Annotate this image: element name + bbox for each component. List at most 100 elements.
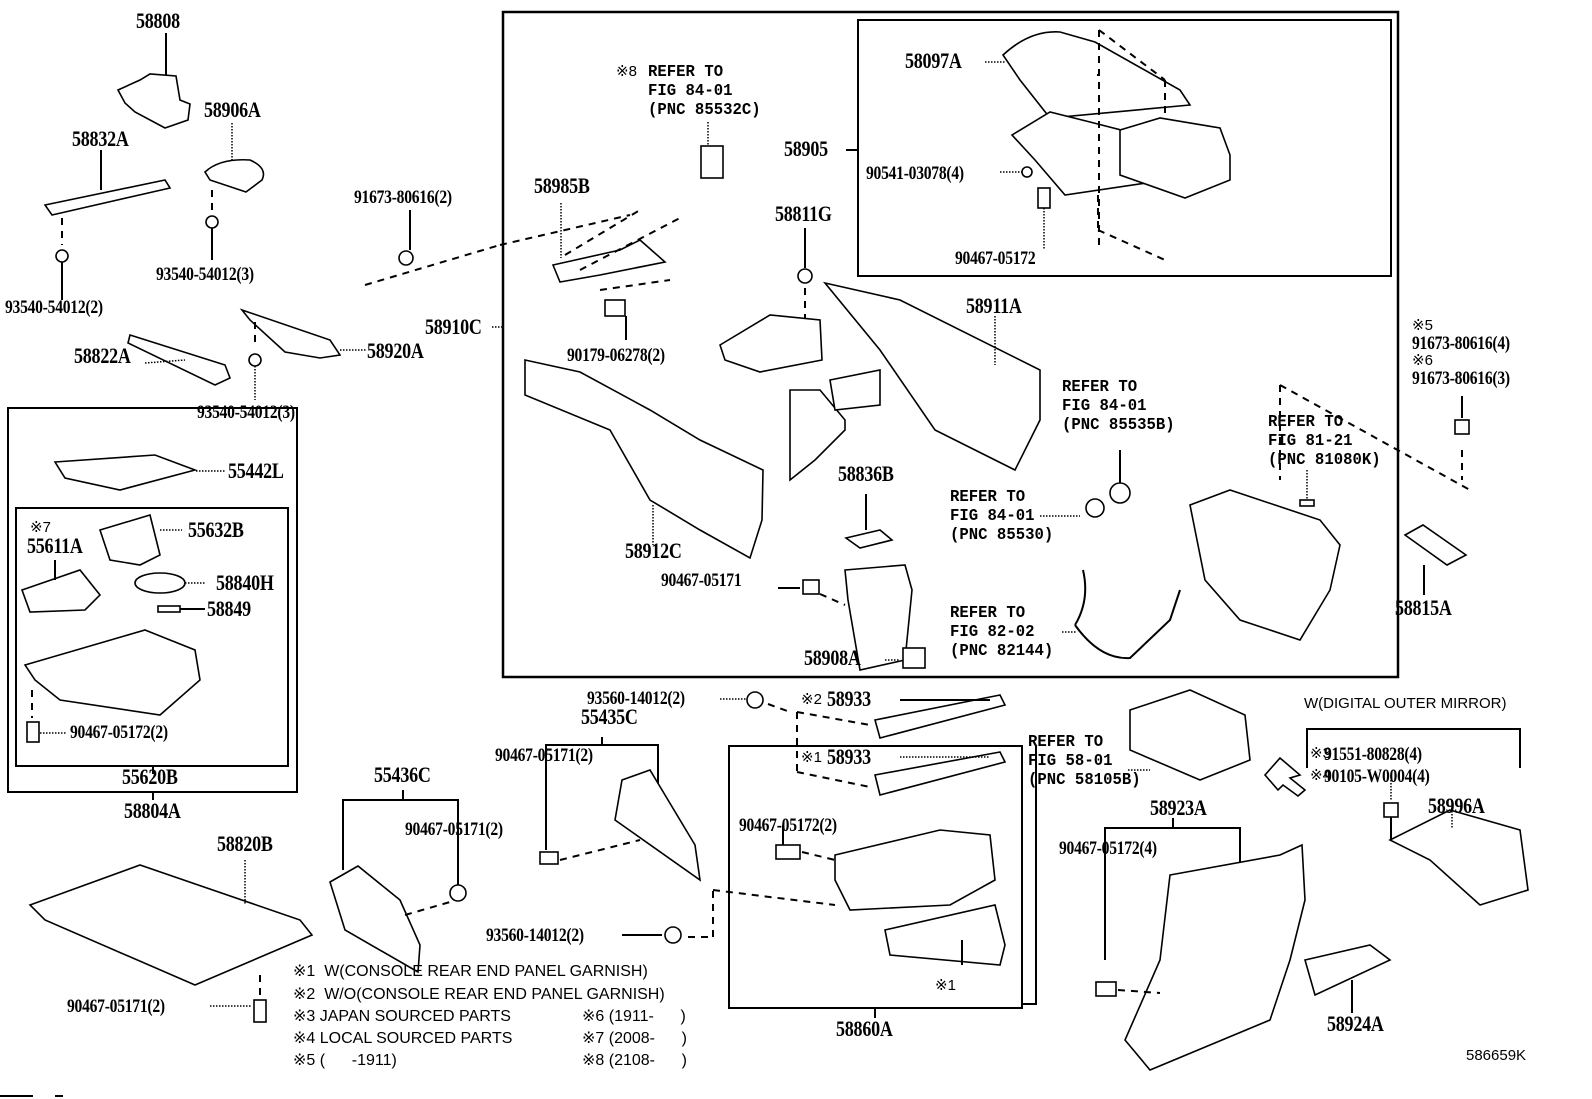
part-label-58905[interactable]: 58905 [784, 136, 828, 161]
part-label-90467-05171-2c[interactable]: 90467-05171(2) [495, 745, 593, 766]
part-label-55436c[interactable]: 55436C [374, 762, 431, 787]
marker-1: ※1 [801, 749, 822, 766]
marker-8: ※8 [616, 63, 637, 80]
part-label-90467-05171[interactable]: 90467-05171 [661, 570, 742, 591]
part-label-58908a[interactable]: 58908A [804, 645, 861, 670]
reference-85535b[interactable]: REFER TO FIG 84-01 (PNC 85535B) [1062, 378, 1175, 435]
part-label-58840h[interactable]: 58840H [216, 570, 274, 595]
part-label-91673-80616-3[interactable]: 91673-80616(3) [1412, 368, 1510, 389]
clip-icon [1095, 981, 1117, 997]
clip-icon [802, 579, 820, 595]
part-label-58808[interactable]: 58808 [136, 8, 180, 33]
part-label-93540-54012-3[interactable]: 93540-54012(3) [156, 264, 254, 285]
dash-line [767, 703, 791, 713]
part-label-58924a[interactable]: 58924A [1327, 1011, 1384, 1036]
part-label-55435c[interactable]: 55435C [581, 704, 638, 729]
wireless-charger-shape [20, 569, 102, 613]
dash-line [559, 839, 641, 861]
reference-58105b[interactable]: REFER TO FIG 58-01 (PNC 58105B) [1028, 733, 1141, 790]
lid-58906a-shape [203, 158, 265, 193]
dash-line [1279, 384, 1471, 491]
reference-81080k[interactable]: REFER TO FIG 81-21 (PNC 81080K) [1268, 413, 1381, 470]
bracket-58985b-shape [551, 239, 667, 283]
part-label-58822a[interactable]: 58822A [74, 343, 131, 368]
rear-panel-58923a-shape [1124, 843, 1306, 1071]
main-group-frame [501, 10, 1400, 679]
part-label-55611a[interactable]: 55611A [27, 533, 83, 558]
part-label-90467-05172-4[interactable]: 90467-05172(4) [1059, 838, 1157, 859]
garnish-58832a-shape [43, 179, 172, 216]
armrest-frame-shape [1119, 117, 1231, 199]
usb-port-icon [1109, 482, 1131, 504]
part-label-58906a[interactable]: 58906A [204, 97, 261, 122]
part-label-58920a[interactable]: 58920A [367, 338, 424, 363]
console-box-shape [1189, 489, 1341, 641]
screw-icon [664, 926, 682, 944]
part-label-90105-w0004-4[interactable]: 90105-W0004(4) [1324, 766, 1430, 787]
clip-icon [902, 647, 926, 669]
part-label-90467-05171-2b[interactable]: 90467-05171(2) [405, 819, 503, 840]
part-label-93540-54012-2[interactable]: 93540-54012(2) [5, 297, 103, 318]
part-label-58912c[interactable]: 58912C [625, 538, 682, 563]
part-label-90541-03078-4[interactable]: 90541-03078(4) [866, 163, 964, 184]
part-label-58836b[interactable]: 58836B [838, 461, 894, 486]
clip-icon [797, 268, 813, 284]
console-rear-box-shape [1129, 689, 1251, 781]
console-frame-58820b-shape [28, 864, 314, 986]
part-label-93560-14012-2b[interactable]: 93560-14012(2) [486, 925, 584, 946]
part-label-58985b[interactable]: 58985B [534, 173, 590, 198]
legend-item-1: ※1 W(CONSOLE REAR END PANEL GARNISH) [293, 963, 648, 980]
part-label-58815a[interactable]: 58815A [1395, 595, 1452, 620]
part-label-58933-upper[interactable]: 58933 [827, 686, 871, 711]
part-label-90467-05172-2b[interactable]: 90467-05172(2) [739, 815, 837, 836]
reference-82144[interactable]: REFER TO FIG 82-02 (PNC 82144) [950, 604, 1054, 661]
rear-register-shape [834, 829, 996, 911]
legend-item-7: ※7 (2008- ) [582, 1030, 687, 1047]
part-label-91551-80828-4[interactable]: 91551-80828(4) [1324, 744, 1422, 765]
bracket-digital-mirror [1306, 728, 1521, 768]
garnish-58933-upper-shape [873, 694, 1007, 739]
console-tray-shape [23, 629, 201, 716]
armrest-group-frame [857, 19, 1392, 277]
part-label-91673-80616-4[interactable]: 91673-80616(4) [1412, 333, 1510, 354]
part-label-58811g[interactable]: 58811G [775, 201, 832, 226]
part-label-58820b[interactable]: 58820B [217, 831, 273, 856]
part-label-58933-lower[interactable]: 58933 [827, 744, 871, 769]
part-label-90467-05171-2a[interactable]: 90467-05171(2) [67, 996, 165, 1017]
figure-id: 586659K [1466, 1047, 1527, 1064]
part-label-55632b[interactable]: 55632B [188, 517, 244, 542]
part-label-90179-06278-2[interactable]: 90179-06278(2) [567, 345, 665, 366]
part-label-93540-54012-3b[interactable]: 93540-54012(3) [197, 402, 295, 423]
bolt-icon [205, 215, 219, 229]
part-label-58097a[interactable]: 58097A [905, 48, 962, 73]
part-label-58996a[interactable]: 58996A [1428, 793, 1485, 818]
part-label-58849[interactable]: 58849 [207, 596, 251, 621]
part-label-90467-05172[interactable]: 90467-05172 [955, 248, 1036, 269]
part-label-58910c[interactable]: 58910C [425, 314, 482, 339]
dash-line [1098, 29, 1166, 81]
part-label-58923a[interactable]: 58923A [1150, 795, 1207, 820]
reference-85530[interactable]: REFER TO FIG 84-01 (PNC 85530) [950, 488, 1054, 545]
marker-1-register: ※1 [935, 977, 956, 994]
legend-item-3: ※3 JAPAN SOURCED PARTS [293, 1008, 511, 1025]
marker-7: ※7 [30, 519, 51, 536]
clip-icon [775, 844, 801, 860]
clip-icon [539, 851, 559, 865]
socket-icon [1085, 498, 1105, 518]
mat-58815a-shape [1403, 524, 1468, 566]
part-label-58860a[interactable]: 58860A [836, 1016, 893, 1041]
part-label-91673-80616-2[interactable]: 91673-80616(2) [354, 187, 452, 208]
part-label-58832a[interactable]: 58832A [72, 126, 129, 151]
clip-icon [1299, 499, 1315, 507]
part-label-58804a[interactable]: 58804A [124, 798, 181, 823]
part-label-90467-05172-2[interactable]: 90467-05172(2) [70, 722, 168, 743]
reference-85532c[interactable]: REFER TO FIG 84-01 (PNC 85532C) [648, 63, 761, 120]
part-label-55620b[interactable]: 55620B [122, 764, 178, 789]
part-label-55442l[interactable]: 55442L [228, 458, 284, 483]
side-panel-58912c-shape [524, 359, 764, 560]
dash-line [499, 214, 631, 246]
part-label-93560-14012-2a[interactable]: 93560-14012(2) [587, 688, 685, 709]
register-bezel-shape [884, 904, 1006, 966]
part-label-58911a[interactable]: 58911A [966, 293, 1022, 318]
